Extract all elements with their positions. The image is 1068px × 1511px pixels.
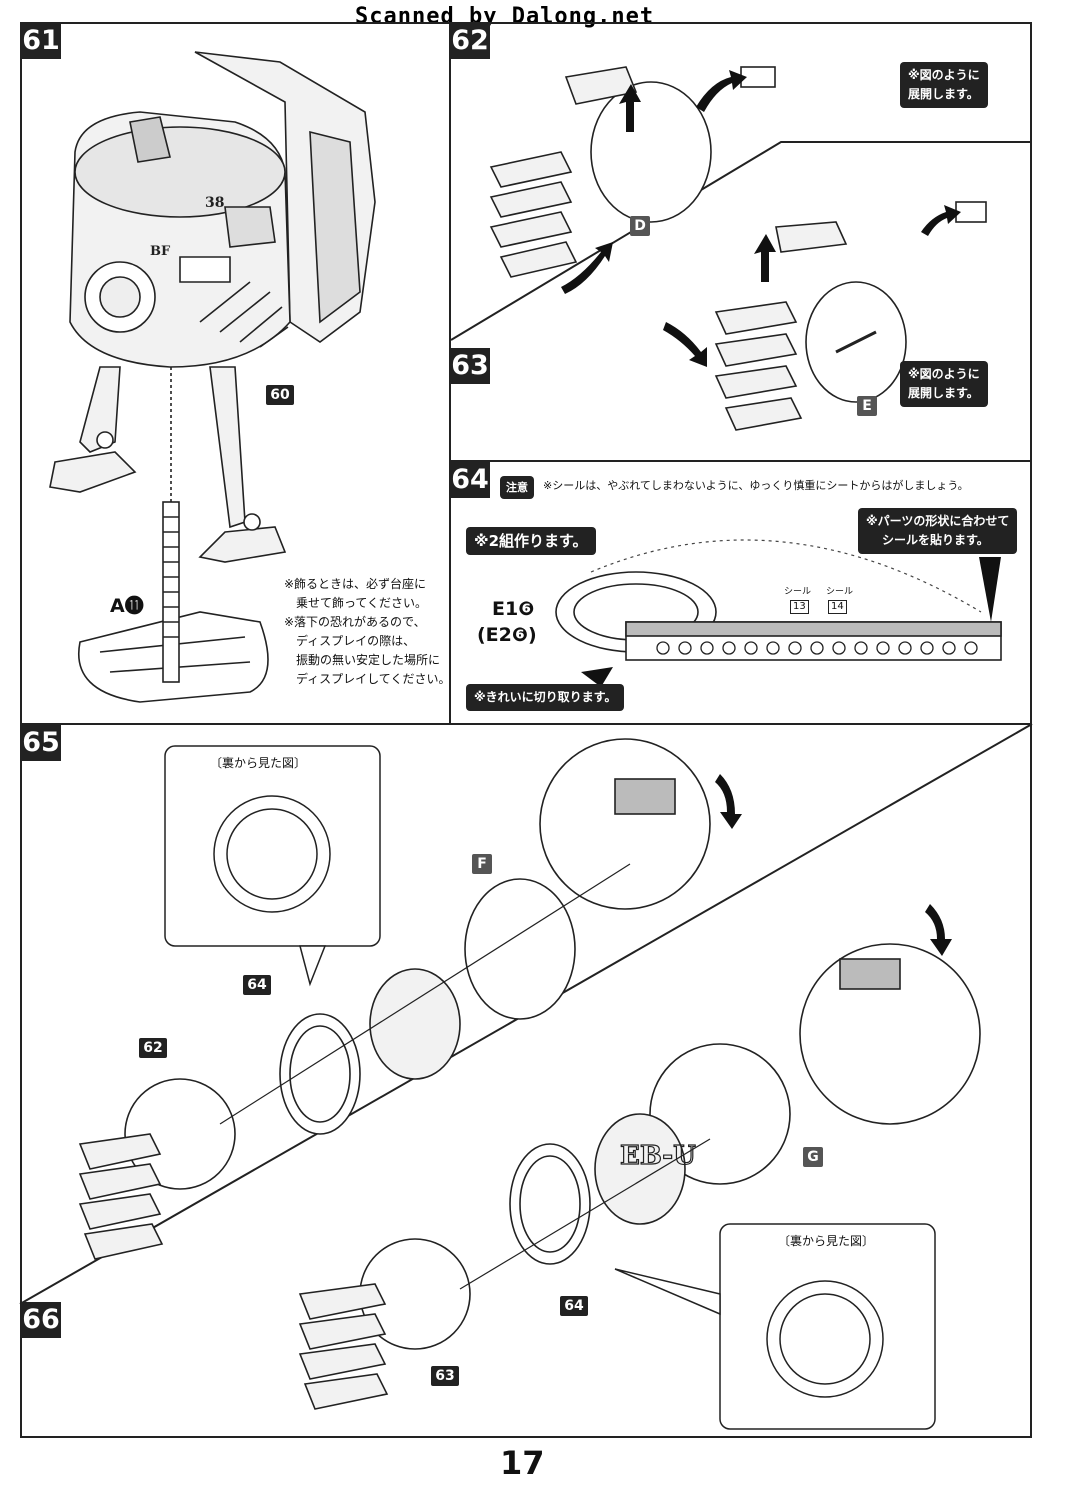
part-letter-e: E <box>857 396 877 416</box>
caution-line: ディスプレイしてください。 <box>296 672 451 686</box>
step-number-61: 61 <box>21 23 61 59</box>
step-number-62: 62 <box>450 23 490 59</box>
caution-line: 振動の無い安定した場所に <box>296 653 441 667</box>
body-mark-ebu: EB-U <box>620 1141 696 1171</box>
step62-63-illustration <box>450 66 1032 431</box>
part-letter-f: F <box>472 854 492 874</box>
caution-line: ※飾るときは、必ず台座に <box>284 577 427 591</box>
part-letter-g: G <box>803 1147 823 1167</box>
step66-hand-tag: 63 <box>431 1366 459 1386</box>
note-line: シールを貼ります。 <box>882 533 989 547</box>
make-two-note: ※2組作ります。 <box>466 527 596 555</box>
step65-back-view-title: 〔裏から見た図〕 <box>210 756 307 770</box>
seal-label-1: シール <box>784 587 812 597</box>
note-line: 展開します。 <box>908 386 979 400</box>
divider-horizontal-65 <box>20 723 1032 725</box>
step-number-66: 66 <box>21 1302 61 1338</box>
note-line: ※図のように <box>908 367 980 381</box>
sticker-caution-text: ※シールは、やぶれてしまわないように、ゆっくり慎重にシートからはがしましょう。 <box>543 479 969 492</box>
step66-ring-tag: 64 <box>560 1296 588 1316</box>
step-number-63: 63 <box>450 348 490 384</box>
step62-deploy-note: ※図のように 展開します。 <box>900 62 988 108</box>
note-line: 展開します。 <box>908 87 979 101</box>
note-line: ※パーツの形状に合わせて <box>866 514 1010 528</box>
seal-number-14: 14 <box>828 600 847 614</box>
step65-66-illustration: EB-U <box>19 723 1033 1430</box>
step64-illustration <box>555 539 1002 687</box>
sticker-fit-note: ※パーツの形状に合わせて シールを貼ります。 <box>858 508 1018 554</box>
caution-line: 乗せて飾ってください。 <box>296 596 428 610</box>
step61-caution: ※飾るときは、必ず台座に 乗せて飾ってください。 ※落下の恐れがあるので、 ディ… <box>284 575 450 689</box>
step66-back-view-title: 〔裏から見た図〕 <box>778 1234 875 1248</box>
seal-number-13: 13 <box>790 600 809 614</box>
scan-watermark: Scanned by Dalong.net <box>355 4 655 29</box>
part-label-e2: (E2❻) <box>477 624 537 646</box>
step65-hand-tag: 62 <box>139 1038 167 1058</box>
part-label-e1: E1❻ <box>492 598 535 620</box>
step61-illustration: 38 BF <box>49 51 376 703</box>
caution-line: ディスプレイの際は、 <box>296 634 416 648</box>
base-part-label: A⓫ <box>110 595 144 617</box>
note-line: ※図のように <box>908 68 980 82</box>
step65-ring-tag: 64 <box>243 975 271 995</box>
sticker-dots <box>656 641 978 655</box>
caution-badge: 注意 <box>500 476 534 499</box>
part-letter-d: D <box>630 216 650 236</box>
step-number-64: 64 <box>450 462 490 498</box>
head-mark-38: 38 <box>205 195 224 211</box>
head-mark-bf: BF <box>150 244 171 259</box>
page-number: 17 <box>500 1444 545 1482</box>
seal-label-2: シール <box>826 587 854 597</box>
step-number-65: 65 <box>21 725 61 761</box>
step63-deploy-note: ※図のように 展開します。 <box>900 361 988 407</box>
caution-line: ※落下の恐れがあるので、 <box>284 615 426 629</box>
cut-cleanly-note: ※きれいに切り取ります。 <box>466 684 625 711</box>
step61-ref-tag: 60 <box>266 385 294 405</box>
divider-horizontal-64 <box>449 460 1032 462</box>
